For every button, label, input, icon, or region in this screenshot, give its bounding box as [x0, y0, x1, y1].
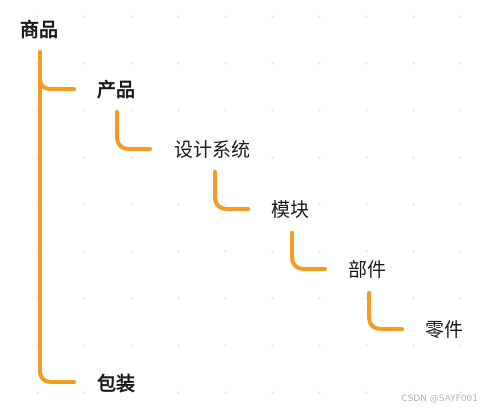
node-design-system[interactable]: 设计系统: [174, 139, 251, 161]
connector-product-design-system: [115, 110, 152, 151]
node-product[interactable]: 产品: [97, 79, 136, 101]
node-component[interactable]: 部件: [348, 259, 387, 281]
connector-component-part: [367, 291, 404, 331]
connector-module-component: [290, 231, 327, 271]
connector-root-product: [38, 50, 76, 91]
connector-design-system-module: [213, 170, 250, 211]
node-root[interactable]: 商品: [20, 19, 59, 41]
node-packaging[interactable]: 包装: [97, 373, 136, 395]
node-module[interactable]: 模块: [271, 199, 310, 221]
connector-root-packaging: [38, 76, 76, 384]
node-part[interactable]: 零件: [425, 319, 464, 341]
watermark-text: CSDN @SAYF001: [401, 394, 478, 404]
